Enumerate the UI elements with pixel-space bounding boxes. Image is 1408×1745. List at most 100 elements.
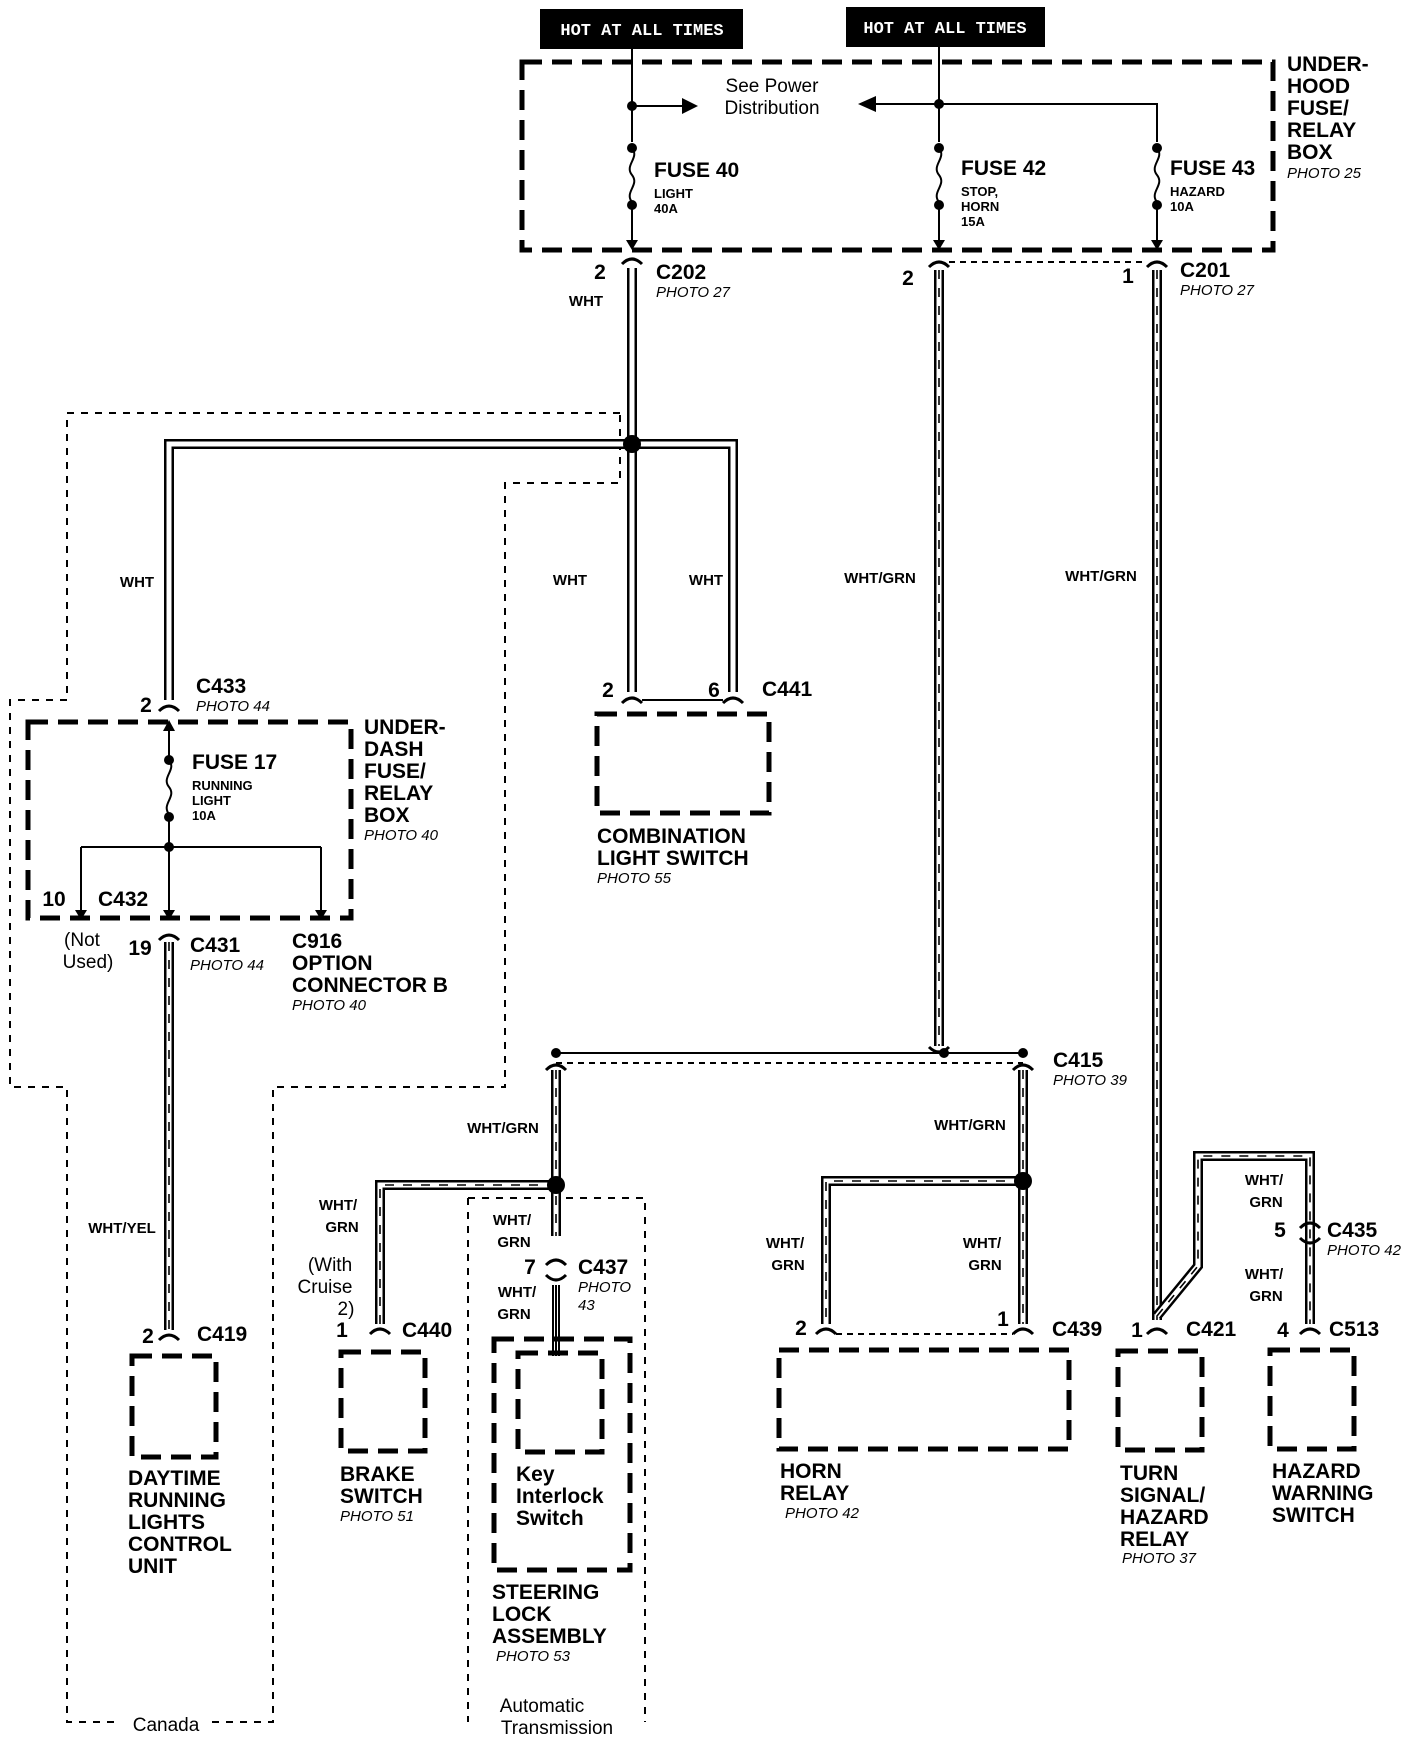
brake-switch-photo: PHOTO 51 [340,1508,414,1525]
fuse-17-desc1: RUNNING [192,778,253,793]
wire-label-wht-grn-c1: WHT/ [498,1284,537,1301]
brake-note-1: (With [308,1255,352,1276]
splice-dot [623,435,641,453]
svg-text:CONTROL: CONTROL [128,1533,232,1556]
c419-pin: 2 [142,1325,154,1348]
c440-pin: 1 [336,1319,348,1342]
fuse43-feed [939,103,1158,142]
c421-label: C421 [1186,1318,1237,1341]
key-interlock-switch [515,1350,605,1455]
fuse-42-desc2: HORN [961,199,999,214]
brake-note-2: Cruise [298,1277,353,1298]
fuse-40-amps: 40A [654,201,678,216]
auto-trans-label-1: Automatic [500,1696,584,1717]
combo-switch-photo: PHOTO 55 [597,870,672,887]
c441-connector-symbol-b [721,696,745,705]
brake-switch-title-2: SWITCH [340,1485,423,1508]
c201-pin-left: 2 [902,267,914,290]
svg-text:DASH: DASH [364,738,424,761]
hazard-switch-title-2: WARNING [1272,1482,1374,1505]
wire-label-wht-grn-d1: WHT/ [766,1235,805,1252]
svg-text:BOX: BOX [364,804,410,827]
wire-label-wht-grn: WHT/GRN [934,1117,1006,1134]
c439-pin-a: 2 [795,1317,807,1340]
wire-label-wht-yel: WHT/YEL [88,1220,156,1237]
c432-pin: 10 [42,888,65,911]
wire-label-wht-grn: WHT/GRN [1065,568,1137,585]
wht-grn-wire-hazard [1152,270,1315,1324]
c435-label: C435 [1327,1219,1378,1242]
wire-label-wht-grn-f1: WHT/ [1245,1172,1284,1189]
c435-connector-symbol-bottom [1298,1236,1322,1245]
c432-label: C432 [98,888,148,911]
c435-photo: PHOTO 42 [1327,1242,1402,1259]
underhood-fuse-box [519,59,1276,253]
horn-relay-title-2: RELAY [780,1482,849,1505]
not-used-label-1: (Not [64,930,101,951]
see-power-label-2: Distribution [724,98,819,119]
c437-label: C437 [578,1256,628,1279]
auto-trans-region-outline [467,1197,646,1722]
c431-label: C431 [190,934,241,957]
see-power-label-1: See Power [726,76,820,97]
c202-connector-symbol [620,257,644,266]
wire-label-wht: WHT [689,572,723,589]
c916-label-2: OPTION [292,952,373,975]
splice-dot [551,1048,561,1058]
power-dist-arrow-right-icon [682,98,698,114]
c439-connector-symbol-b [1011,1327,1035,1336]
turn-relay-title-3: HAZARD [1120,1506,1209,1529]
c441-pin-b: 6 [708,679,720,702]
c513-connector-symbol [1298,1327,1322,1336]
wire-label-wht-grn-c2: GRN [497,1306,530,1323]
fuse-43-label: FUSE 43 [1170,157,1255,180]
svg-text:RELAY: RELAY [364,782,433,805]
wire-label-wht-grn-b2: GRN [497,1234,530,1251]
svg-text:FUSE/: FUSE/ [364,760,426,783]
wire-label-wht-grn-e2: GRN [968,1257,1001,1274]
c513-pin: 4 [1277,1319,1289,1342]
horn-relay-title-1: HORN [780,1460,842,1483]
fuse-42-amps: 15A [961,214,985,229]
drl-unit-title: DAYTIME RUNNING LIGHTS CONTROL UNIT [128,1467,232,1578]
wire-label-wht: WHT [569,293,603,310]
wire-label-wht: WHT [553,572,587,589]
fuse-17-desc2: LIGHT [192,793,231,808]
svg-text:PHOTO 40: PHOTO 40 [364,827,439,844]
combo-switch-title-2: LIGHT SWITCH [597,847,749,870]
fuse-43-desc: HAZARD [1170,184,1225,199]
c439-label: C439 [1052,1318,1102,1341]
svg-text:LIGHTS: LIGHTS [128,1511,205,1534]
splice-dot [934,99,944,109]
c421-connector-symbol [1145,1327,1169,1336]
c440-label: C440 [402,1319,452,1342]
c415-photo: PHOTO 39 [1053,1072,1128,1089]
c437-pin: 7 [524,1256,536,1279]
c201-connector-symbol-b [1145,260,1169,269]
turn-signal-hazard-relay [1115,1348,1205,1453]
brake-switch-title-1: BRAKE [340,1463,415,1486]
canada-region-outline [9,412,621,1723]
c433-photo: PHOTO 44 [196,698,270,715]
c437-photo-1: PHOTO [578,1279,631,1296]
c437-connector-symbol-bottom [544,1273,568,1282]
splice-dot [627,101,637,111]
steering-lock-title-1: STEERING [492,1581,599,1604]
turn-relay-title-4: RELAY [1120,1528,1189,1551]
svg-text:HOT AT ALL TIMES: HOT AT ALL TIMES [863,20,1026,39]
power-dist-arrow-left-icon [858,96,876,112]
c431-pin: 19 [128,937,151,960]
fuse-17-symbol [75,720,327,920]
c415-connector-symbol [927,1045,951,1054]
c513-label: C513 [1329,1318,1379,1341]
turn-relay-photo: PHOTO 37 [1122,1550,1197,1567]
c441-connector-symbol-a [620,696,644,705]
turn-relay-title-2: SIGNAL/ [1120,1484,1205,1507]
wire-label-wht-grn-b1: WHT/ [493,1212,532,1229]
key-interlock-title-3: Switch [516,1507,584,1530]
hot-label-2: HOT AT ALL TIMES [846,7,1045,47]
fuse-40-desc: LIGHT [654,186,693,201]
svg-text:UNIT: UNIT [128,1555,177,1578]
